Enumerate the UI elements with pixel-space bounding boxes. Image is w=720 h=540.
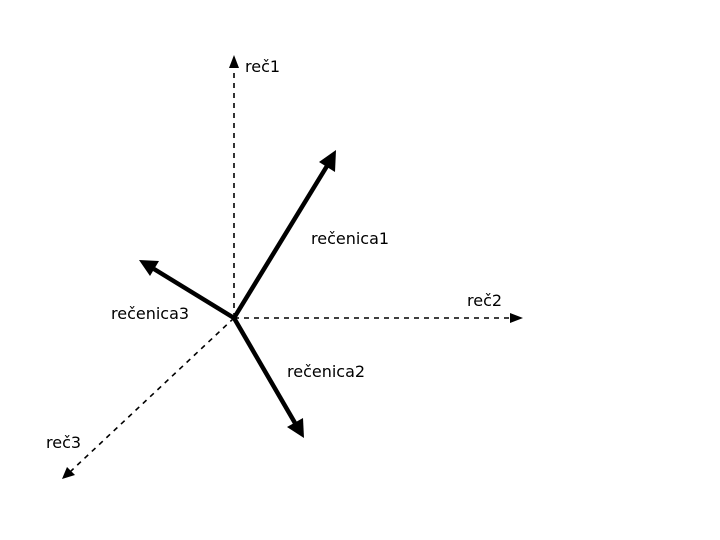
axis-word1-arrowhead bbox=[229, 55, 239, 68]
labels-group: reč1 reč2 reč3 rečenica1 rečenica2 rečen… bbox=[46, 57, 502, 452]
vectors-group bbox=[139, 150, 336, 438]
axis-word3-line bbox=[70, 317, 235, 472]
vector-sentence3-line bbox=[152, 267, 236, 320]
axis-word2-label: reč2 bbox=[467, 291, 502, 310]
vector-sentence2-arrowhead bbox=[287, 418, 304, 438]
vector-sentence1-arrowhead bbox=[319, 150, 336, 172]
vector-sentence3-label: rečenica3 bbox=[111, 304, 189, 323]
axis-word3-arrowhead bbox=[62, 467, 75, 479]
vector-sentence3-arrowhead bbox=[139, 260, 159, 276]
vector-sentence2-line bbox=[232, 316, 297, 425]
axis-word1-label: reč1 bbox=[245, 57, 280, 76]
vector-sentence2-label: rečenica2 bbox=[287, 362, 365, 381]
axes-group bbox=[62, 55, 523, 479]
axis-word3-label: reč3 bbox=[46, 433, 81, 452]
vector-sentence1-line bbox=[232, 164, 329, 320]
vector-sentence1-label: rečenica1 bbox=[311, 229, 389, 248]
axis-word2-arrowhead bbox=[510, 313, 523, 323]
